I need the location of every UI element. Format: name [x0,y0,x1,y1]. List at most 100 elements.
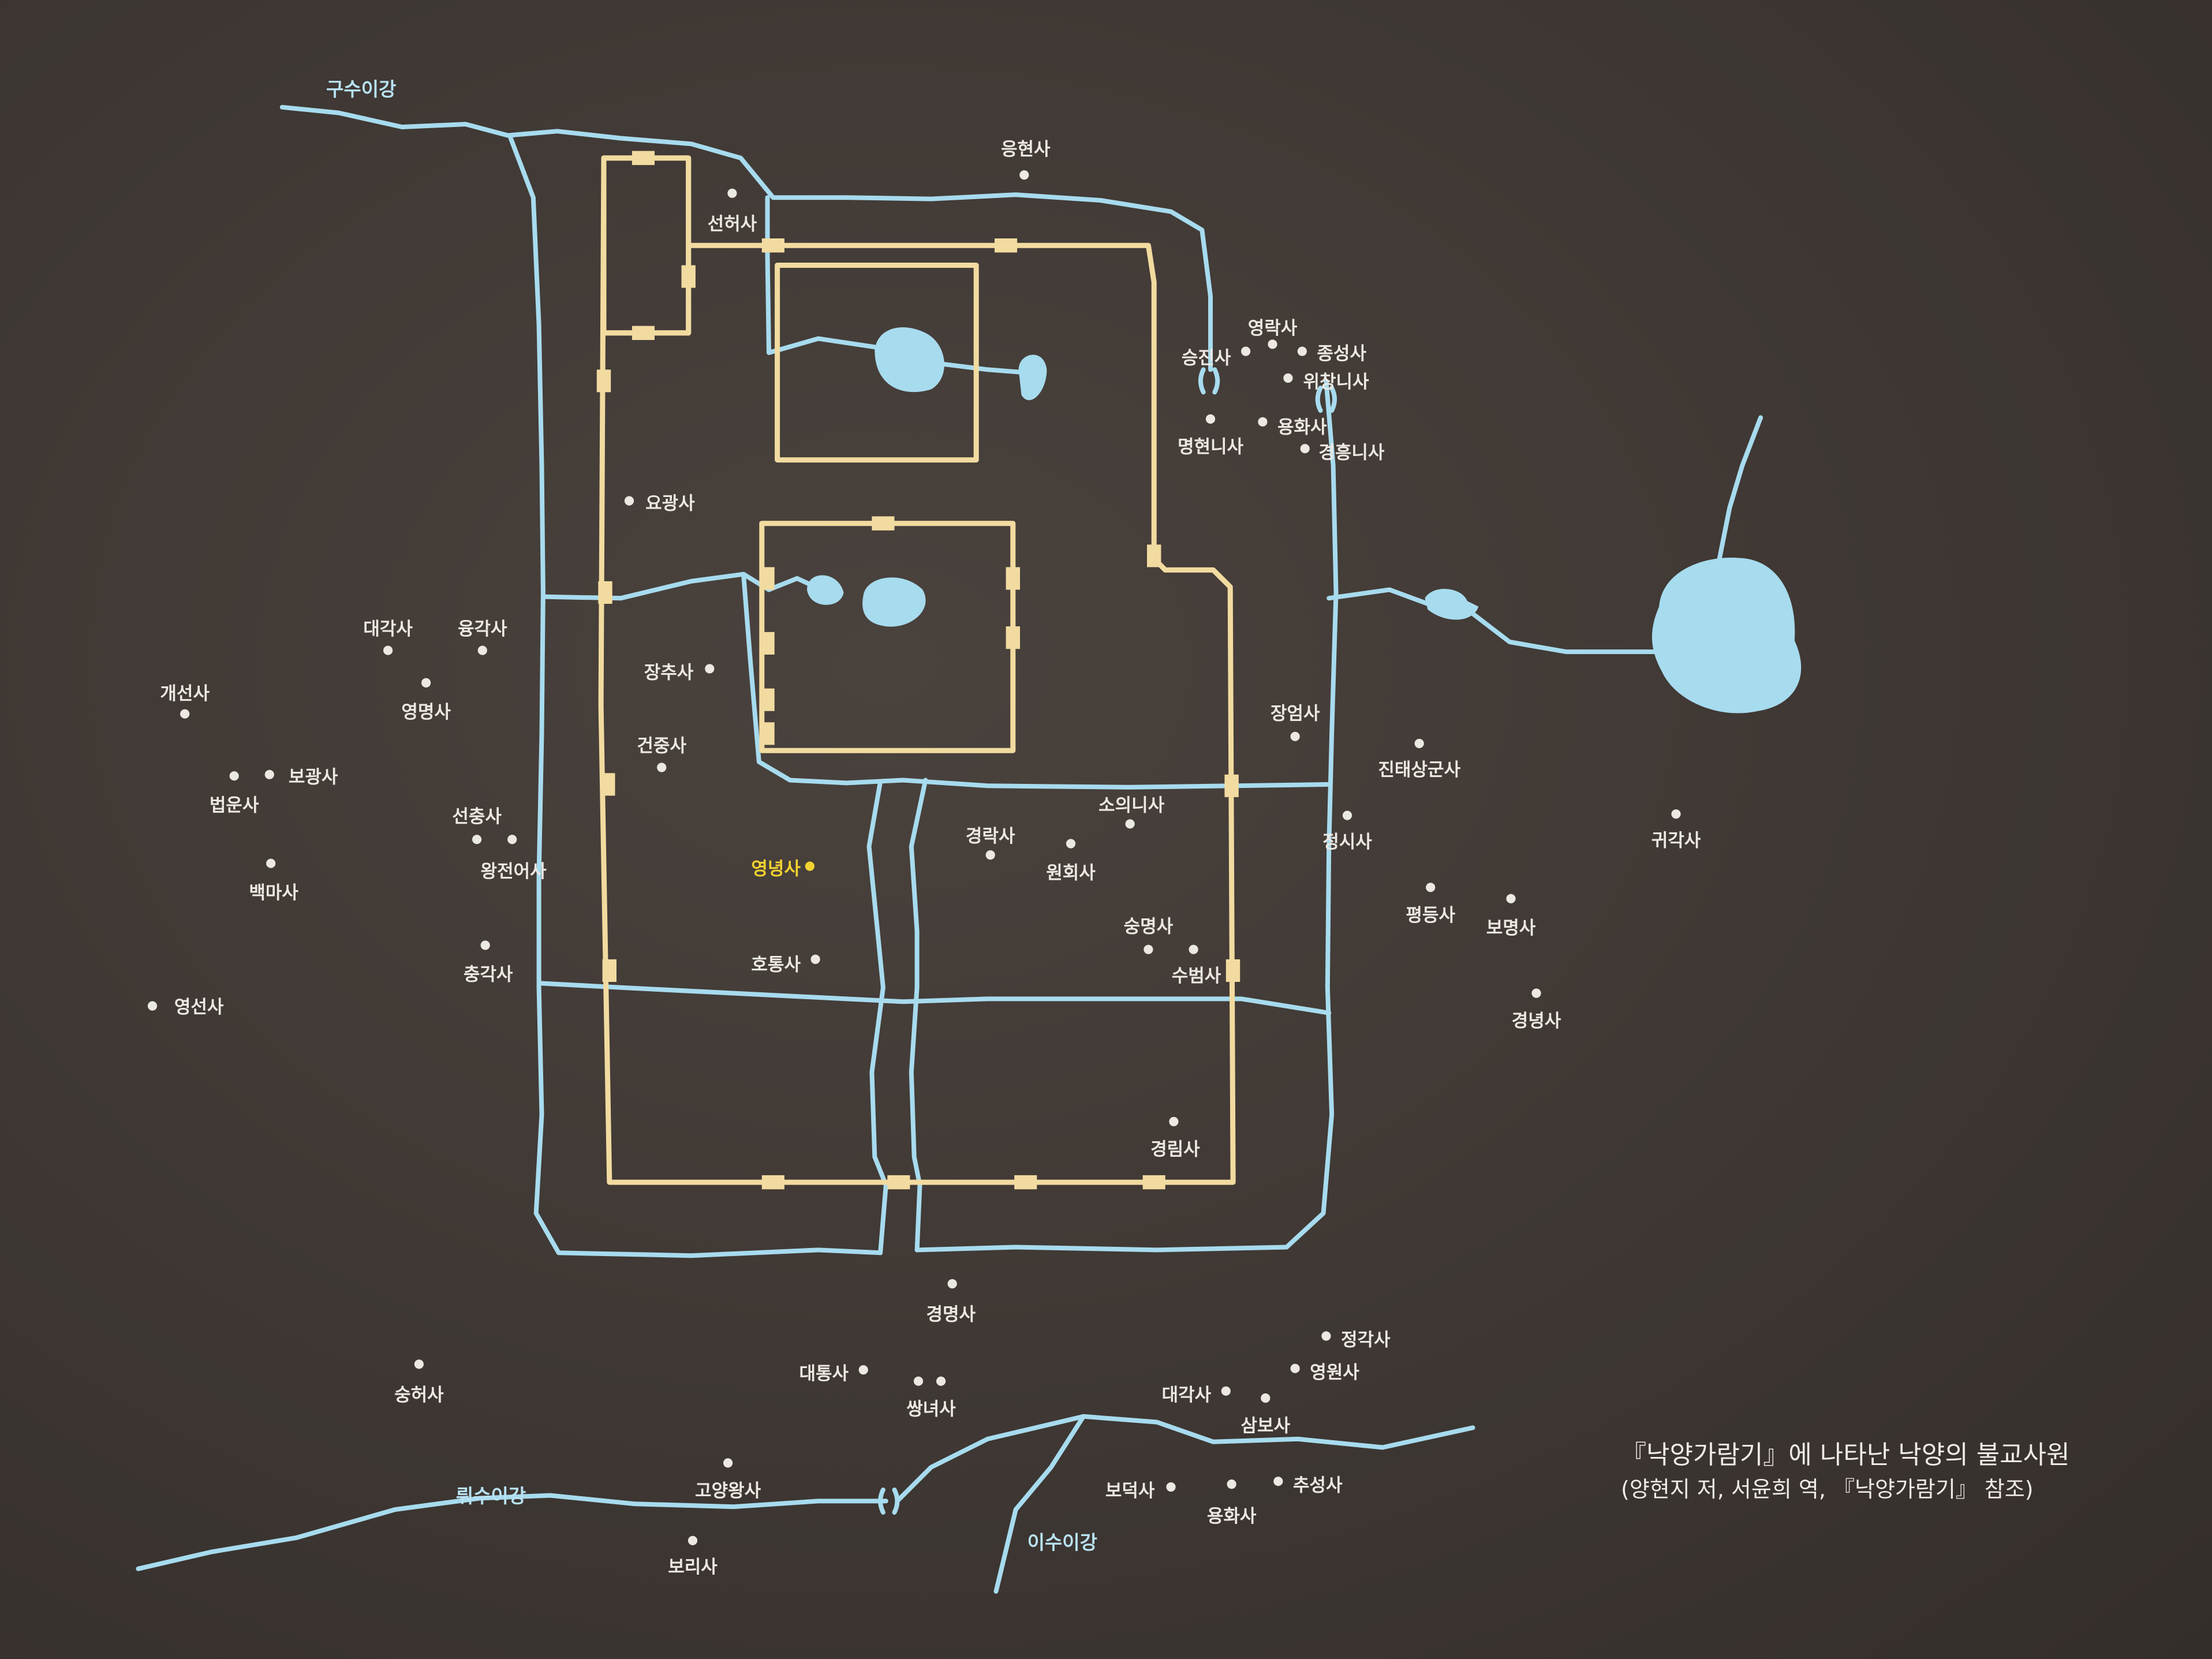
temple-label: 영선사 [174,997,224,1018]
river-outflow [1716,415,1763,567]
gate-layer [596,151,1240,1190]
temple-dot [947,1279,957,1289]
temple-dot [1258,417,1268,427]
river-south-cross [539,981,1332,1015]
river-luo-river-east [895,1414,1475,1504]
temple-dot [1290,1363,1300,1373]
caption-source: (양현지 저, 서윤희 역, 『낙양가람기』 참조) [1621,1477,2034,1502]
temple-dot [1227,1479,1236,1489]
river-central-canal-b [909,778,928,1253]
temple-label: 위창니사 [1303,372,1369,393]
temple-dot [1414,738,1424,749]
temple-label: 정각사 [1341,1330,1391,1351]
temple-dot [1189,944,1198,954]
temple-label: 개선사 [160,683,210,704]
temple-label: 용화사 [1207,1506,1257,1527]
temple-label: 대각사 [363,619,413,640]
temple-label: 영원사 [1310,1362,1359,1383]
gate-19 [760,688,775,711]
temple-dot [1342,810,1352,820]
temple-dot [1205,414,1216,424]
map-caption: 『낙양가람기』에 나타난 낙양의 불교사원 (양현지 저, 서윤희 역, 『낙양… [1621,1437,2198,1505]
temple-label: 숭허사 [394,1385,444,1406]
caption-title: 『낙양가람기』에 나타난 낙양의 불교사원 [1621,1440,2070,1470]
pond-north-small [1018,354,1047,401]
temple-label: 용화사 [1277,417,1327,438]
gate-13 [887,1175,910,1190]
city-wall-layer [598,155,1236,1185]
gate-8 [602,959,616,982]
river-west-moat [508,136,883,1258]
temple-label: 고양왕사 [695,1481,761,1501]
temple-dot [1221,1386,1231,1396]
gate-6 [598,581,612,604]
temple-label: 융각사 [458,619,507,640]
temple-dot [936,1376,946,1386]
temple-dot [1125,819,1135,829]
river-gu-river [279,104,1213,372]
gate-0 [632,151,655,165]
pond-palace-large [862,577,926,627]
temple-dot [805,861,814,871]
temple-label: 보리사 [668,1557,718,1578]
jinyong-fortress-wall [601,155,692,336]
temple-dot [414,1359,424,1369]
water-layer [136,104,1802,1594]
temple-dot [1290,731,1300,741]
gate-22 [1006,626,1020,649]
temple-dot [507,835,517,845]
temple-label: 숭명사 [1124,917,1174,937]
temple-label: 영락사 [1248,318,1298,339]
temple-label: 영명사 [401,702,451,723]
temple-label: 정시사 [1322,832,1372,853]
temple-dot [1321,1331,1331,1341]
bridge-1-left [1315,386,1323,413]
temple-label: 경흥니사 [1318,442,1385,463]
temple-label: 명현니사 [1178,437,1244,458]
temple-label: 요광사 [645,493,695,514]
temple-dot [858,1365,868,1375]
temple-dot [687,1535,698,1545]
temple-dot [180,709,190,719]
temple-dot [913,1376,924,1386]
temple-dot [1273,1477,1283,1486]
temple-label: 소의니사 [1098,795,1165,816]
temple-dot [1426,883,1436,892]
temple-label: 선허사 [708,214,757,234]
temple-dot [421,678,431,687]
temple-dot [1169,1116,1179,1127]
temple-dot [1144,944,1153,954]
gate-11 [1225,959,1240,982]
temple-label: 경명사 [926,1305,976,1325]
temple-dot [266,858,276,868]
gate-2 [681,265,696,288]
temple-label: 선충사 [452,806,502,827]
gate-9 [1147,544,1161,567]
river-palace-canal [741,571,1332,790]
temple-dot [1261,1393,1271,1403]
temple-label: 귀각사 [1651,830,1701,851]
temple-label: 호통사 [751,955,801,976]
temple-dot [723,1458,733,1468]
temple-label: 승진사 [1182,348,1231,369]
temple-label: 진태상군사 [1378,760,1460,780]
temple-label: 충각사 [464,965,513,985]
temple-label: 법운사 [210,795,259,816]
river-cross-canal-north [542,571,818,601]
temple-dot [1531,988,1541,998]
temple-label: 백마사 [249,883,298,903]
temple-dot [810,954,820,964]
temple-label: 쌍녀사 [906,1399,956,1419]
bridge-2-left [878,1487,885,1515]
temple-dot [1268,339,1277,349]
temple-dot [477,645,487,655]
temple-label: 경녕사 [1512,1011,1561,1032]
gate-5 [596,369,611,393]
river-north-canal [765,195,877,355]
temple-dot [705,664,715,674]
lake-east [1651,557,1802,713]
temple-dot [229,771,239,781]
river-east-moat [914,378,1339,1253]
